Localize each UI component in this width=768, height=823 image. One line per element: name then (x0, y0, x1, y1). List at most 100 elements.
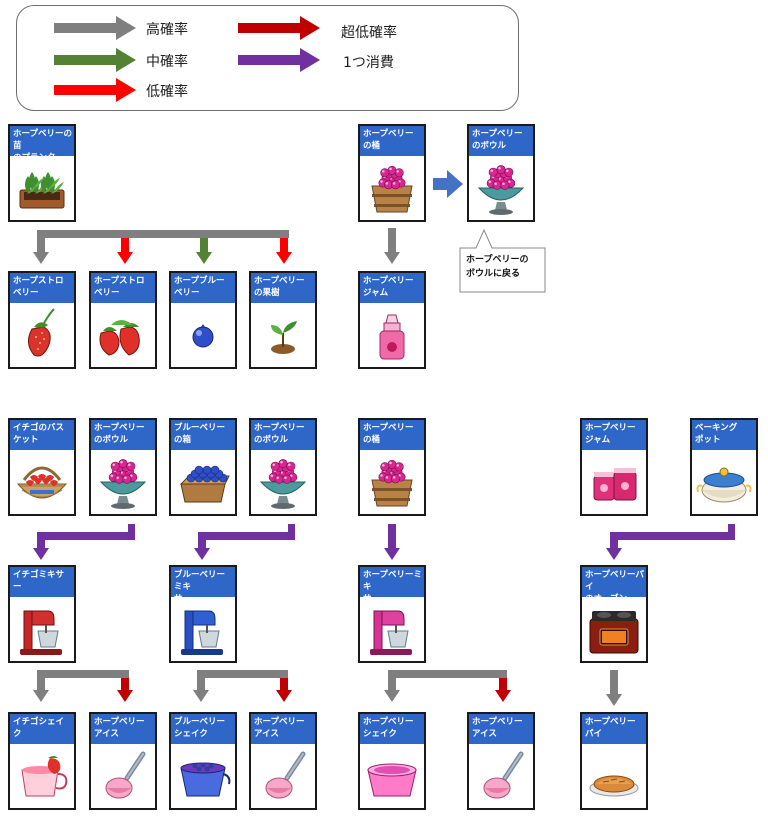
blueberry-shake-icon (171, 744, 235, 808)
red-mixer-icon (10, 597, 74, 661)
card-hopeberry-ice-3: ホープベリー アイス (467, 712, 535, 810)
connector-bar (37, 670, 129, 678)
arrow-consume-blueberry-mixer (194, 532, 210, 560)
legend-label-very-low: 超低確率 (341, 25, 397, 41)
card-title: イチゴミキサー (10, 567, 74, 597)
connector-bar (128, 524, 135, 540)
connector-bar (388, 670, 507, 678)
card-strawberry-shake: イチゴシェイ ク (8, 712, 76, 810)
legend-arrow-consume (238, 48, 320, 72)
card-berry-bowl: ホープベリー のボウル (467, 124, 535, 222)
card-pie-oven: ホープベリーパイ のオーブン (580, 565, 648, 663)
card-planter: ホープベリーの苗 のプランター (8, 124, 76, 222)
arrow-high-jam (384, 228, 400, 264)
card-title: ホープベリー ジャム (582, 420, 646, 450)
arrow-high-pie (606, 670, 622, 706)
card-hopeberry-mixer: ホープベリーミキ サー (358, 565, 426, 663)
legend-arrow-low (54, 78, 136, 102)
card-hopeberry-tree: ホープベリー の果樹 (249, 271, 317, 369)
card-title: ホープベリー パイ (582, 714, 646, 744)
card-strawberry-mixer: イチゴミキサー (8, 565, 76, 663)
berry-bowl-icon (91, 450, 155, 514)
card-strawberry-basket: イチゴのバス ケット (8, 418, 76, 516)
legend-label-low: 低確率 (146, 84, 188, 100)
arrow-transform-bowl (433, 170, 463, 198)
card-hopeberry-shake: ホープベリー シェイク (358, 712, 426, 810)
card-title: ホープベリー のボウル (469, 126, 533, 156)
card-blueberry-box: ブルーベリー の箱 (169, 418, 237, 516)
callout-box (459, 228, 546, 293)
blue-mixer-icon (171, 597, 235, 661)
arrow-very-low-ice (117, 678, 133, 702)
arrow-low-tree (276, 238, 292, 264)
card-title: ホープベリー ジャム (360, 273, 424, 303)
jam-bottle-icon (360, 303, 424, 367)
card-berry-bucket: ホープベリー の桶 (358, 124, 426, 222)
card-title: ホープベリー シェイク (360, 714, 424, 744)
connector-bar (197, 670, 288, 678)
blueberry-icon (171, 303, 235, 367)
legend-arrow-high (54, 16, 136, 40)
card-hopeberry-jam: ホープベリー ジャム (358, 271, 426, 369)
berry-bowl-icon (251, 450, 315, 514)
card-title: ホープベリー アイス (469, 714, 533, 744)
card-title: ホープベリー のボウル (91, 420, 155, 450)
arrow-consume-pie-oven (606, 532, 622, 560)
blueberry-box-icon (171, 450, 235, 514)
ice-cream-scoop-icon (469, 744, 533, 808)
strawberries-icon (91, 303, 155, 367)
berry-bucket-icon (360, 450, 424, 514)
card-title: ブルーベリー シェイク (171, 714, 235, 744)
connector-bar (728, 524, 735, 540)
arrow-consume-hopeberry-mixer (384, 524, 400, 560)
card-title: イチゴシェイ ク (10, 714, 74, 744)
berry-shake-icon (360, 744, 424, 808)
arrow-high-shake (193, 670, 209, 702)
card-title: ホープベリーパイ のオーブン (582, 567, 646, 597)
callout-text: ホープベリーの ボウルに戻る (466, 255, 529, 279)
legend-arrow-very-low (238, 16, 320, 40)
card-berry-bucket-2: ホープベリー の桶 (358, 418, 426, 516)
card-title: ホープストロ ベリー (91, 273, 155, 303)
card-berry-bowl-3: ホープベリー のボウル (249, 418, 317, 516)
baking-pot-icon (692, 450, 756, 514)
legend-arrow-medium (54, 48, 136, 72)
card-hopeberry-jam-2: ホープベリー ジャム (580, 418, 648, 516)
ice-cream-scoop-icon (91, 744, 155, 808)
card-hopeberry-ice-2: ホープベリー アイス (249, 712, 317, 810)
card-title: ホープベリーの苗 のプランター (10, 126, 74, 156)
arrow-medium-blueberry (196, 238, 212, 264)
card-title: ホープベリー の果樹 (251, 273, 315, 303)
card-title: ホープベリー の桶 (360, 420, 424, 450)
card-blueberry-shake: ブルーベリー シェイク (169, 712, 237, 810)
arrow-very-low-ice (495, 678, 511, 702)
card-blueberry-mixer: ブルーベリーミキ サー (169, 565, 237, 663)
card-baking-pot: ベーキング ポット (690, 418, 758, 516)
connector-bar (198, 532, 295, 540)
pie-icon (582, 744, 646, 808)
card-title: ベーキング ポット (692, 420, 756, 450)
planter-icon (10, 156, 74, 220)
card-title: ブルーベリー の箱 (171, 420, 235, 450)
legend-label-consume: 1つ消費 (343, 55, 394, 71)
jam-jars-icon (582, 450, 646, 514)
pink-mixer-icon (360, 597, 424, 661)
card-title: ホープストロ ベリー (10, 273, 74, 303)
card-hopeberry-pie: ホープベリー パイ (580, 712, 648, 810)
ice-cream-scoop-icon (251, 744, 315, 808)
card-title: ホープベリー の桶 (360, 126, 424, 156)
card-title: ホープブルー ベリー (171, 273, 235, 303)
card-hope-strawberry-1: ホープストロ ベリー (8, 271, 76, 369)
connector-bar (37, 230, 289, 238)
connector-bar (37, 532, 135, 540)
card-berry-bowl-2: ホープベリー のボウル (89, 418, 157, 516)
card-title: ホープベリー アイス (91, 714, 155, 744)
arrow-low-strawberry (117, 238, 133, 264)
arrow-high-shake (384, 670, 400, 702)
legend-label-medium: 中確率 (146, 54, 188, 70)
card-hopeberry-ice-1: ホープベリー アイス (89, 712, 157, 810)
sprout-icon (251, 303, 315, 367)
arrow-high-strawberry (33, 230, 49, 264)
